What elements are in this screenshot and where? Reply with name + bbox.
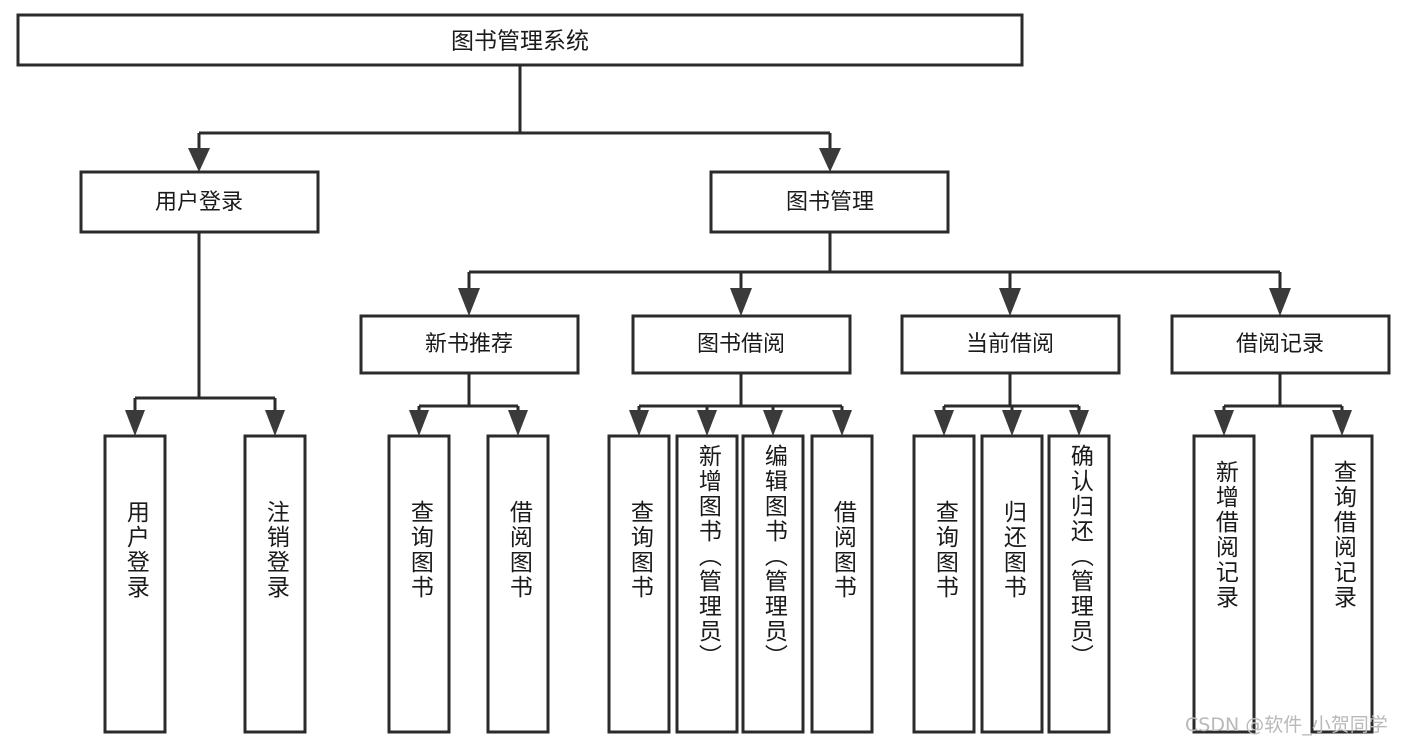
node-box-leaf-8[interactable] [810, 434, 874, 734]
csdn-watermark: CSDN @软件_小贺同学 [1185, 714, 1388, 736]
arrowhead-to-leaf-7 [763, 410, 783, 436]
arrowhead-to-leaf-9 [934, 410, 954, 436]
node-box-current-borrow[interactable] [900, 314, 1121, 375]
node-box-leaf-11[interactable] [1047, 434, 1111, 734]
node-box-leaf-7[interactable] [741, 434, 805, 734]
node-box-leaf-3[interactable] [387, 434, 451, 734]
arrowhead-to-leaf-2 [265, 410, 285, 436]
node-box-leaf-13[interactable] [1310, 434, 1374, 734]
node-box-root[interactable] [16, 13, 1024, 67]
node-label-current-borrow: 当前借阅 [966, 332, 1054, 357]
node-box-book-management[interactable] [709, 170, 950, 234]
node-box-leaf-6[interactable] [675, 434, 739, 734]
node-box-book-borrow[interactable] [631, 314, 852, 375]
node-box-leaf-9[interactable] [912, 434, 976, 734]
arrowhead-to-leaf-11 [1069, 410, 1089, 436]
node-box-new-book-recommend[interactable] [359, 314, 580, 375]
arrowhead-to-leaf-5 [629, 410, 649, 436]
node-label-root: 图书管理系统 [451, 29, 589, 55]
nodes-layer: 图书管理系统 用户登录 图书管理 新书推荐 图书借阅 当前借阅 借阅记录 [16, 13, 1391, 734]
node-box-leaf-12[interactable] [1192, 434, 1256, 734]
arrowheads-layer [125, 148, 1352, 436]
node-label-borrow-record: 借阅记录 [1236, 332, 1324, 357]
arrowhead-to-leaf-8 [832, 410, 852, 436]
node-label-book-borrow: 图书借阅 [697, 332, 785, 357]
node-box-leaf-1[interactable] [103, 434, 167, 734]
node-box-leaf-2[interactable] [243, 434, 307, 734]
arrowhead-to-leaf-3 [409, 410, 429, 436]
arrowhead-to-leaf-6 [697, 410, 717, 436]
node-box-leaf-5[interactable] [607, 434, 671, 734]
arrowhead-to-current-borrow [999, 288, 1021, 316]
node-box-leaf-10[interactable] [980, 434, 1044, 734]
node-box-leaf-4[interactable] [486, 434, 550, 734]
arrowhead-to-leaf-10 [1002, 410, 1022, 436]
node-box-borrow-record[interactable] [1170, 314, 1391, 375]
node-box-user-login[interactable] [79, 170, 320, 234]
arrowhead-to-borrow-record [1269, 288, 1291, 316]
arrowhead-to-new-book [458, 288, 480, 316]
node-label-book-management: 图书管理 [786, 190, 874, 215]
arrowhead-to-leaf-12 [1214, 410, 1234, 436]
arrowhead-to-leaf-1 [125, 410, 145, 436]
arrowhead-to-book-mgmt [819, 148, 841, 172]
arrowhead-to-leaf-4 [508, 410, 528, 436]
arrowhead-to-leaf-13 [1332, 410, 1352, 436]
arrowhead-to-user-login [188, 148, 210, 172]
node-label-user-login: 用户登录 [155, 190, 243, 215]
node-label-new-book-recommend: 新书推荐 [425, 332, 513, 357]
arrowhead-to-book-borrow [730, 288, 752, 316]
